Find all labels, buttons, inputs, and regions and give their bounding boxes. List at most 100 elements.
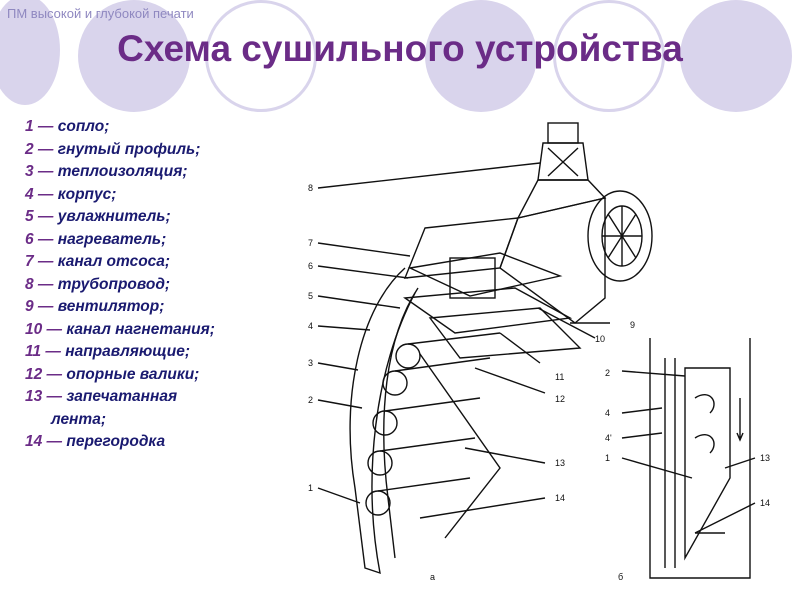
legend-item: 13 — запечатанная [25,386,295,409]
legend-text: увлажнитель; [57,208,171,225]
fig-label: 11 [555,372,564,382]
legend-number: 12 [25,365,43,383]
legend-number: 11 [25,343,42,360]
legend-text: перегородка [66,433,166,450]
fig-label: 14 [555,493,565,503]
decor-circle [680,0,792,112]
legend-number: 10 [25,320,43,338]
fig-label: 4 [308,321,313,331]
legend-number: 13 [25,388,43,405]
fig-label: 14 [760,498,770,508]
presentation-subtitle: ПМ высокой и глубокой печати [7,6,194,21]
legend-text: запечатанная [66,388,178,405]
legend-item: 8 — трубопровод; [25,274,295,297]
legend-dash: — [42,365,67,383]
support-roller [367,450,393,476]
housing-box [499,197,606,324]
legend-text: трубопровод; [57,275,171,293]
legend-dash: — [33,275,58,293]
legend-item: 5 — увлажнитель; [25,206,295,229]
fan-housing [587,190,653,282]
support-roller [365,490,391,516]
legend-text: опорные валики; [66,365,200,383]
fig-label: 2 [605,368,610,378]
airflow-swirls [694,394,715,454]
dryer-drawing-a [317,122,653,575]
decor-circle [425,0,537,112]
legend-text: нагреватель; [57,230,167,248]
decor-circle [78,0,190,112]
legend-dash: — [42,320,67,338]
legend-dash: — [41,343,66,360]
legend-dash: — [33,208,58,225]
legend-item: 10 — канал нагнетания; [25,319,295,342]
slide-title: Схема сушильного устройства [117,28,683,69]
legend-dash: — [33,230,58,248]
leader-lines-a [317,162,610,519]
fig-label: 1 [308,483,313,493]
body-inner [383,287,419,559]
legend-item: 11 — направляющие; [25,341,295,364]
legend-text: канал нагнетания; [66,320,215,338]
legend-dash: — [33,118,58,135]
fig-label: 13 [760,453,770,463]
legend-item: 14 — перегородка [25,431,295,454]
fig-label: 3 [308,358,313,368]
legend-dash: — [33,185,58,203]
body-outer [349,267,416,575]
suction-channel [403,217,520,279]
legend-number: 2 [25,140,34,158]
dryer-schematic: 8 7 6 5 4 3 2 1 9 10 11 12 13 14 2 4 4' … [308,122,770,582]
legend-dash: — [33,163,58,180]
legend-item-continuation: лента; [25,409,295,432]
fig-label: 4 [605,408,610,418]
legend-number: 8 [25,275,34,293]
legend-number: 7 [25,253,34,270]
decor-circle [0,0,60,105]
support-roller [395,343,421,369]
legend-item: 9 — вентилятор; [25,296,295,319]
legend-text: направляющие; [65,343,191,360]
legend-item: 6 — нагреватель; [25,229,295,252]
legend-text: теплоизоляция; [57,163,188,180]
fig-label: 10 [595,334,605,344]
dryer-drawing-b [621,338,756,579]
legend-dash: — [42,433,67,450]
legend-item: 12 — опорные валики; [25,364,295,387]
legend-number: 3 [25,163,34,180]
legend-dash: — [42,388,67,405]
fig-label: 8 [308,183,313,193]
decorative-circles [0,0,800,130]
fan-blades [602,206,642,266]
legend-item: 3 — теплоизоляция; [25,161,295,184]
partition [419,353,501,539]
legend-item: 4 — корпус; [25,184,295,207]
legend-number: 14 [25,433,43,450]
caption-a: а [430,572,435,582]
legend-text: лента; [51,410,106,428]
printed-web [377,332,501,492]
heater-block [449,257,496,299]
fig-label: 6 [308,261,313,271]
fig-label: 7 [308,238,313,248]
section-frame [649,338,751,579]
fig-label: 5 [308,291,313,301]
legend-text: канал отсоса; [57,253,171,270]
guide-plate [428,307,582,359]
flow-arrow [736,398,744,442]
legend-number: 4 [25,185,34,203]
legend-text: вентилятор; [57,298,165,315]
section-nozzle [684,367,731,561]
legend-number: 6 [25,230,34,248]
legend-dash: — [33,140,58,158]
legend-dash: — [33,253,58,270]
section-wall [664,358,676,568]
caption-b: б [618,572,623,582]
fig-label: 1 [605,453,610,463]
fig-label: 4' [605,433,612,443]
legend-text: корпус; [57,185,117,203]
legend-number: 9 [25,298,34,315]
legend-list: 1 — сопло; 2 — гнутый профиль; 3 — тепло… [25,116,295,454]
legend-number: 1 [25,118,34,135]
figure-labels-a: 8 7 6 5 4 3 2 1 9 10 11 12 13 14 [308,183,635,503]
